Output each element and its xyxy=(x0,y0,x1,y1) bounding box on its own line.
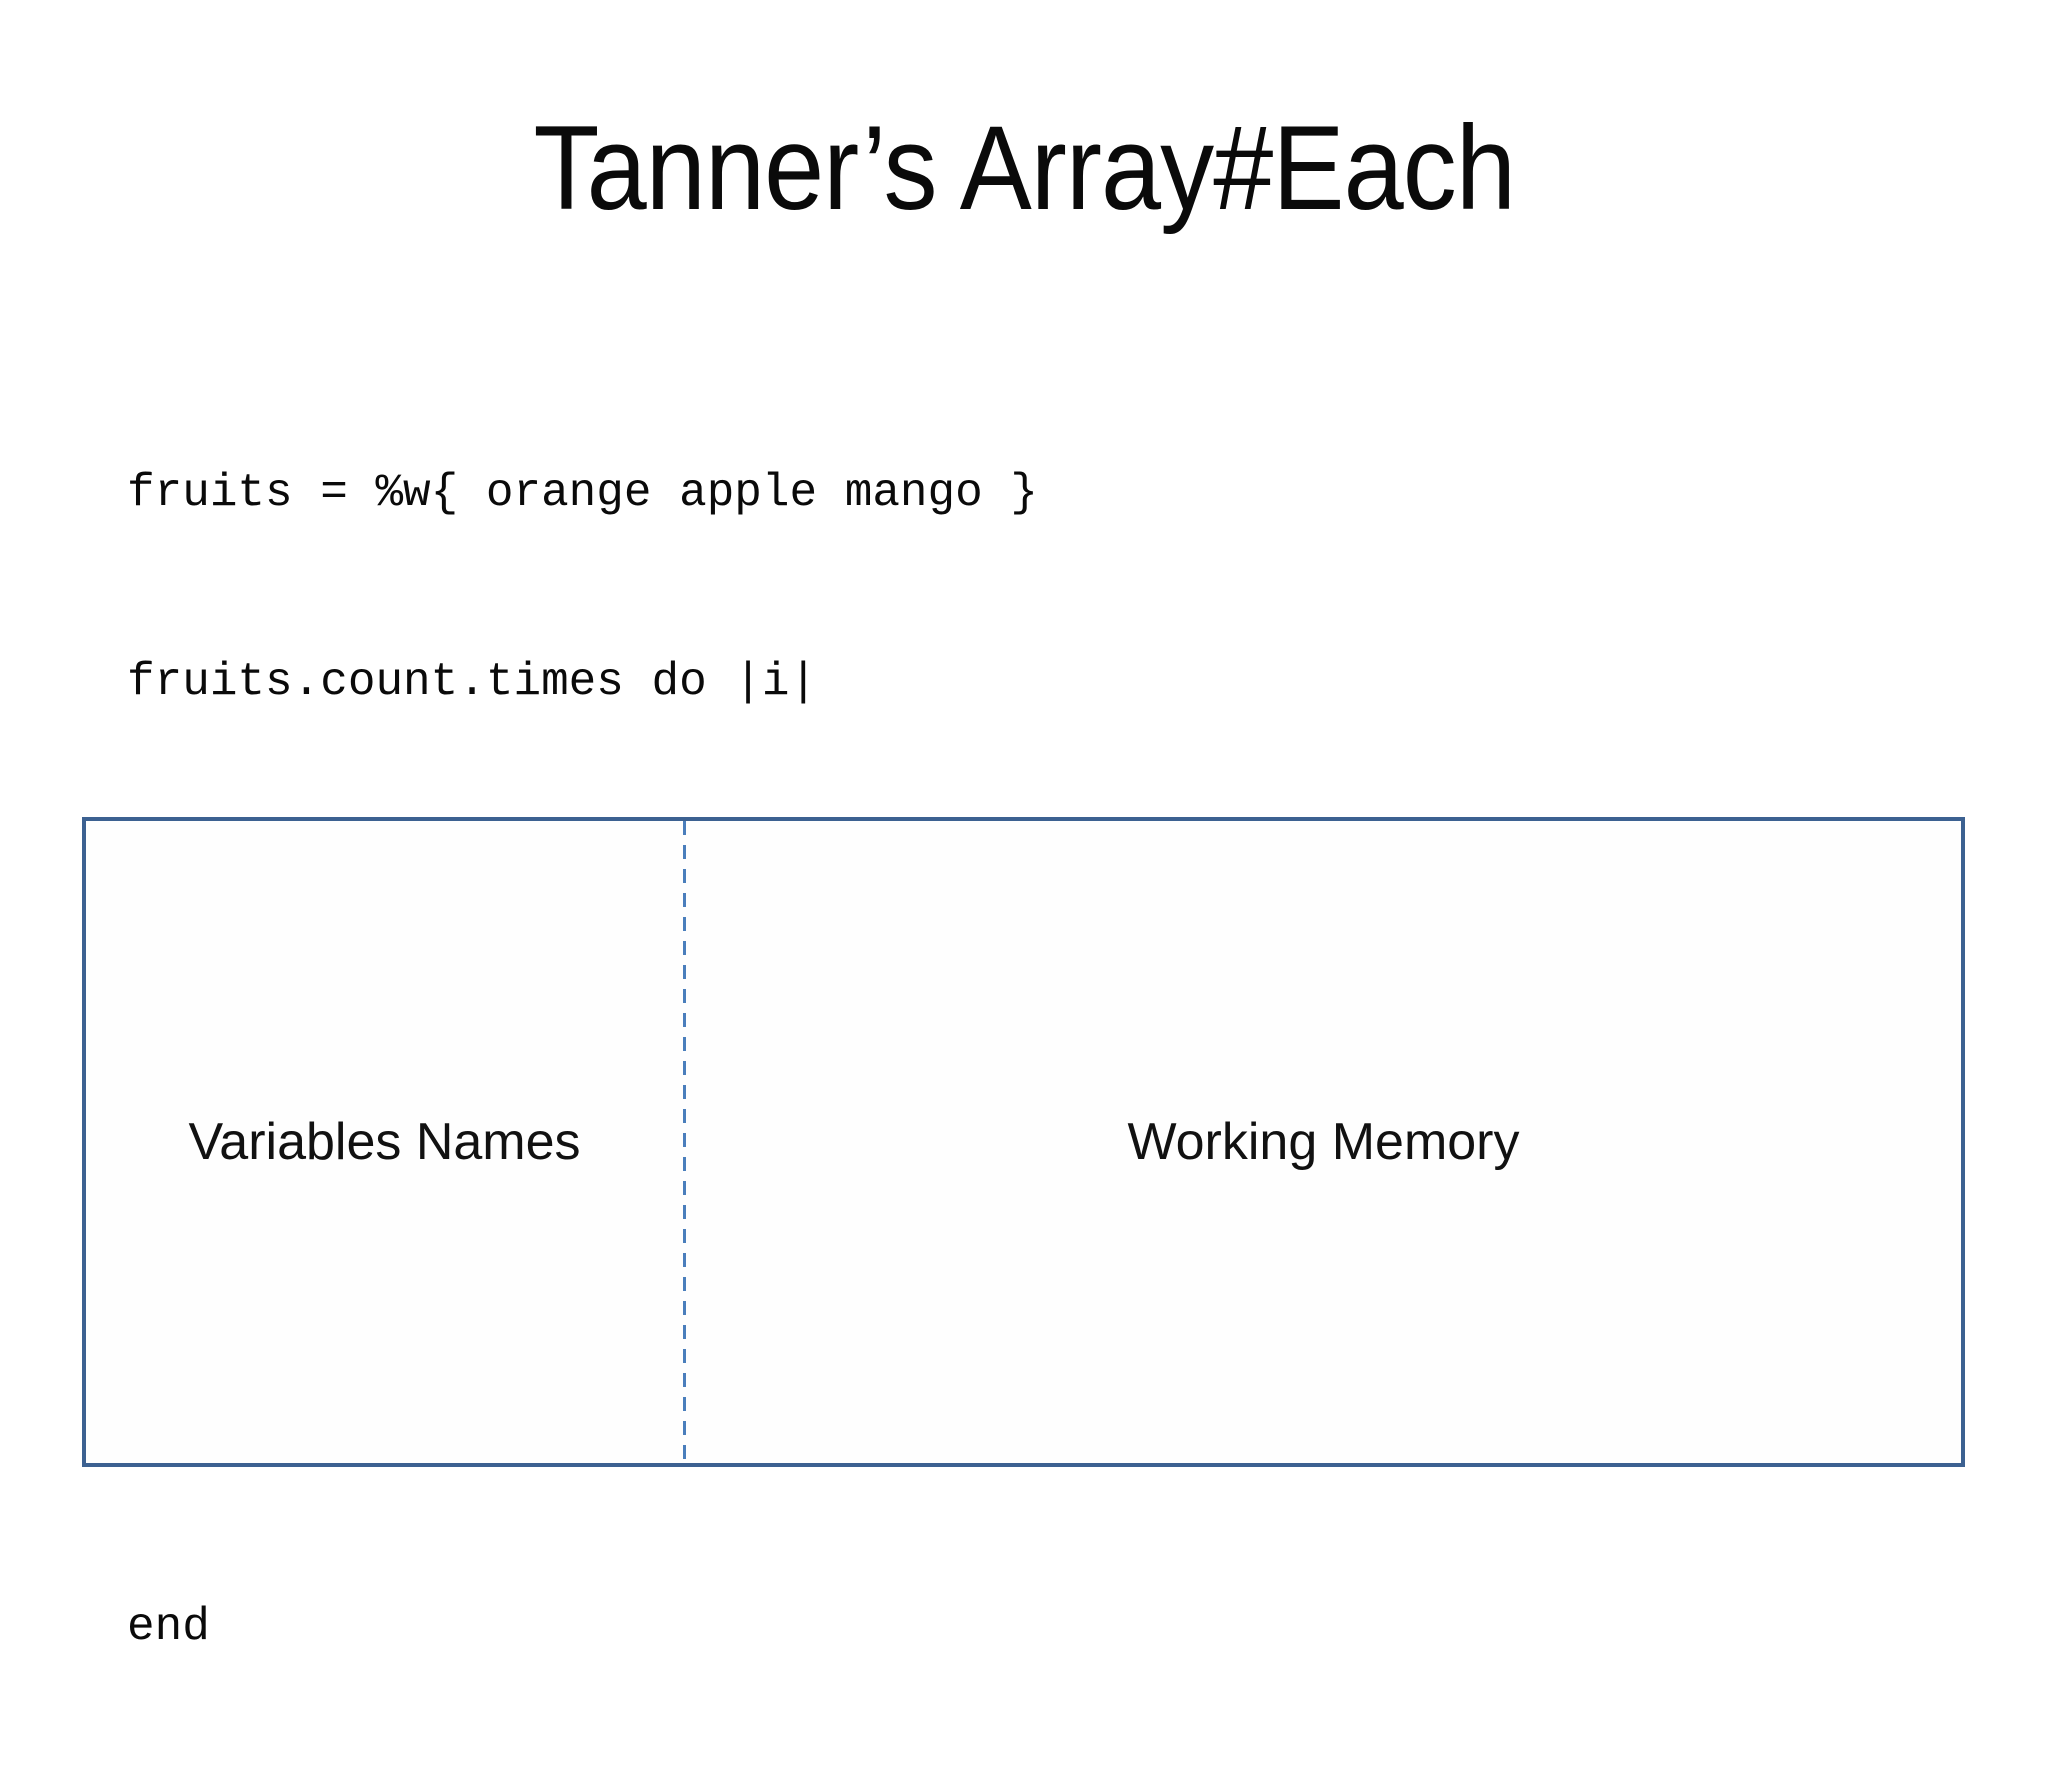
variables-names-label: Variables Names xyxy=(188,1113,581,1171)
slide-title-text: Tanner’s Array#Each xyxy=(533,101,1515,235)
working-memory-label: Working Memory xyxy=(1127,1113,1520,1171)
dashed-divider xyxy=(683,821,686,1463)
slide-title: Tanner’s Array#Each xyxy=(0,96,2048,240)
memory-diagram-box: Variables Names Working Memory xyxy=(82,817,1965,1467)
working-memory-cell: Working Memory xyxy=(686,821,1961,1463)
code-line: fruits = %w{ orange apple mango } xyxy=(127,467,1038,519)
code-line: fruits.count.times do |i| xyxy=(127,656,818,708)
code-line: end xyxy=(127,1601,210,1653)
variables-names-cell: Variables Names xyxy=(86,821,683,1463)
slide-canvas: Tanner’s Array#Each fruits = %w{ orange … xyxy=(0,96,2048,1653)
